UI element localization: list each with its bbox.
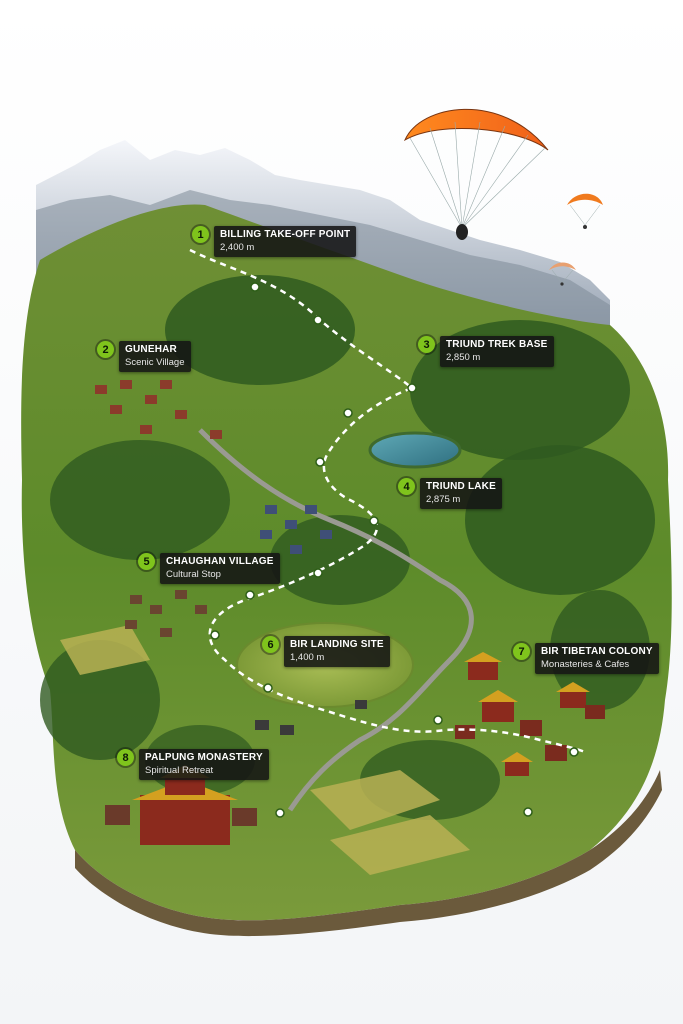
location-name: BIR LANDING SITE [290, 639, 384, 650]
location-label-palpung: 8 PALPUNG MONASTERY Spiritual Retreat [117, 749, 269, 781]
paraglider-icon [403, 108, 549, 240]
terraced-fields [60, 625, 470, 875]
location-name: PALPUNG MONASTERY [145, 752, 263, 763]
lake [368, 431, 462, 469]
map-pin-icon [523, 807, 533, 817]
location-number: 7 [513, 643, 530, 660]
location-detail: Monasteries & Cafes [541, 658, 630, 670]
location-number: 3 [418, 336, 435, 353]
location-label-triund-lake: 4 TRIUND LAKE 2,875 m [398, 478, 502, 510]
location-label-gunehar: 2 GUNEHAR Scenic Village [97, 341, 191, 373]
road [198, 428, 474, 812]
location-label-triund-base: 3 TRIUND TREK BASE 2,850 m [418, 336, 554, 368]
location-detail: Scenic Village [125, 356, 185, 368]
location-detail: 2,850 m [446, 351, 481, 363]
location-name: BIR TIBETAN COLONY [541, 646, 653, 657]
map-pin-icon [343, 408, 353, 418]
tibetan-colony-buildings [455, 652, 605, 776]
map-pin-icon [250, 282, 260, 292]
map-pin-icon [369, 516, 379, 526]
location-number: 6 [262, 636, 279, 653]
location-detail: 2,400 m [220, 241, 255, 253]
location-detail: Spiritual Retreat [145, 764, 214, 776]
location-number: 8 [117, 749, 134, 766]
location-name: TRIUND TREK BASE [446, 339, 548, 350]
map-pin-icon [263, 683, 273, 693]
map-pin-icon [313, 568, 323, 578]
location-detail: Cultural Stop [166, 568, 221, 580]
location-name: BILLING TAKE-OFF POINT [220, 229, 351, 240]
paraglider-icon [567, 193, 603, 229]
location-label-billing: 1 BILLING TAKE-OFF POINT 2,400 m [192, 226, 357, 258]
location-label-bir-colony: 7 BIR TIBETAN COLONY Monasteries & Cafes [513, 643, 659, 675]
location-name: CHAUGHAN VILLAGE [166, 556, 274, 567]
map-pin-icon [313, 315, 323, 325]
location-name: GUNEHAR [125, 344, 177, 355]
map-pin-icon [245, 590, 255, 600]
map-pin-icon [407, 383, 417, 393]
location-number: 4 [398, 478, 415, 495]
map-pin-icon [433, 715, 443, 725]
location-label-chaughan: 5 CHAUGHAN VILLAGE Cultural Stop [138, 553, 280, 585]
location-detail: 2,875 m [426, 493, 461, 505]
location-number: 2 [97, 341, 114, 358]
map-pin-icon [275, 808, 285, 818]
map-pin-icon [315, 457, 325, 467]
location-detail: 1,400 m [290, 651, 325, 663]
location-number: 5 [138, 553, 155, 570]
location-name: TRIUND LAKE [426, 481, 496, 492]
location-number: 1 [192, 226, 209, 243]
village-houses [95, 380, 367, 735]
map-pin-icon [569, 747, 579, 757]
map-pin-icon [210, 630, 220, 640]
location-label-bir-landing: 6 BIR LANDING SITE 1,400 m [262, 636, 390, 668]
route-pins [210, 282, 579, 818]
paraglider-icon [549, 262, 576, 286]
